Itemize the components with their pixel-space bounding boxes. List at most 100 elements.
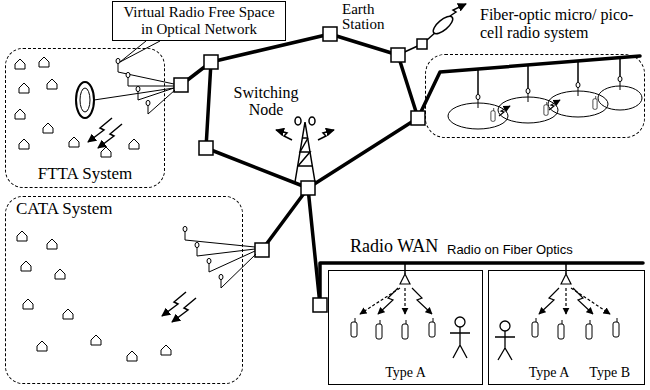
ftta-houses xyxy=(15,59,25,69)
cata-houses xyxy=(55,269,65,279)
wan-phone xyxy=(558,320,564,339)
wan-radio-link xyxy=(573,288,593,314)
wan-phone xyxy=(586,320,592,339)
earth-station-dish xyxy=(450,4,466,16)
node-text: FTTA System xyxy=(38,164,133,184)
ftta-feeder xyxy=(128,86,174,87)
user-figure xyxy=(455,317,465,327)
ftta-houses xyxy=(129,139,139,149)
switching-node-square xyxy=(417,39,427,49)
fiber-drop xyxy=(577,61,579,82)
ftta-houses xyxy=(39,57,49,67)
fiber-trunk xyxy=(181,62,211,85)
cata-antenna xyxy=(219,274,223,288)
ftta-antenna xyxy=(116,58,120,72)
switching-node-square xyxy=(199,141,213,155)
radio-link-bolt xyxy=(172,298,196,322)
ftta-feeder xyxy=(118,72,174,84)
radio-tower xyxy=(276,117,334,182)
radio-link-bolt xyxy=(162,292,196,322)
ftta-houses xyxy=(19,83,29,93)
ftta-houses xyxy=(15,57,139,157)
pico-cell xyxy=(548,91,608,117)
pico-phone xyxy=(593,96,597,109)
node-text: Fiber-optic micro/ pico-cell radio syste… xyxy=(480,6,638,42)
fiber-trunk xyxy=(206,148,308,188)
fiber-drop xyxy=(477,69,479,94)
pico-cell xyxy=(598,86,642,110)
fiber-trunk xyxy=(181,34,643,305)
fiber-coil xyxy=(94,88,174,100)
ftta-feeder xyxy=(138,88,174,100)
node-text: Type B xyxy=(589,364,630,381)
wan-radio-link xyxy=(565,288,566,314)
wan-phone xyxy=(351,318,619,339)
fiber-drop xyxy=(398,44,422,55)
callout-pointer xyxy=(120,41,160,62)
station-label: Earth Station xyxy=(342,2,404,32)
fiber-drop xyxy=(565,263,567,274)
pico-phone xyxy=(491,96,597,121)
fiber-drop xyxy=(619,58,621,76)
service-region: CATA System xyxy=(5,196,243,384)
cata-houses xyxy=(37,341,47,351)
wan-phone xyxy=(429,318,435,337)
cata-houses xyxy=(17,231,27,241)
cata-houses xyxy=(47,239,57,249)
radio-tower xyxy=(318,130,334,140)
wan-radio-link xyxy=(412,288,432,314)
switching-node-square xyxy=(255,243,269,257)
ftta-antenna xyxy=(146,100,150,114)
node-text: Virtual Radio Free Space in Optical Netw… xyxy=(119,4,279,38)
switching-node-square xyxy=(323,27,337,41)
cata-houses xyxy=(63,309,73,319)
radio-link-bolt xyxy=(98,124,122,148)
radio-tower xyxy=(295,117,301,125)
wan-antenna xyxy=(400,274,571,284)
pico-antenna xyxy=(526,88,530,102)
pico-antenna xyxy=(476,94,480,108)
user-figure xyxy=(450,327,470,358)
earth-station-dish xyxy=(431,13,456,36)
radio-tower xyxy=(298,138,312,166)
note-label: Radio on Fiber Optics xyxy=(447,242,573,257)
fiber-coil xyxy=(76,82,94,118)
wan-radio-link xyxy=(360,288,400,314)
cata-feeder xyxy=(185,240,256,288)
fiber-drop xyxy=(527,65,529,88)
wan-radio-link xyxy=(539,288,559,314)
cata-antenna xyxy=(195,242,199,256)
cata-antenna xyxy=(183,226,223,288)
earth-station-dish xyxy=(427,4,466,40)
ftta-feeder xyxy=(148,90,175,114)
ftta-houses xyxy=(19,139,29,149)
pico-antenna xyxy=(618,76,622,90)
fiber-trunk xyxy=(398,55,418,118)
cata-houses xyxy=(23,299,33,309)
cata-houses xyxy=(17,231,171,361)
pico-cell xyxy=(448,86,642,129)
switching-node-square xyxy=(301,181,315,195)
handover-bolt xyxy=(549,100,560,110)
fiber-trunk xyxy=(308,118,418,188)
ftta-feeder xyxy=(118,72,175,114)
fiber-coil xyxy=(76,82,174,118)
node-text: Type A xyxy=(529,364,570,381)
wan-radio-link xyxy=(378,288,398,314)
user-figure xyxy=(500,321,510,331)
wan-phone xyxy=(532,318,538,337)
pico-cell xyxy=(498,97,558,123)
callout-box: Virtual Radio Free Space in Optical Netw… xyxy=(112,1,286,41)
cata-feeder xyxy=(185,240,255,247)
switching-node-square xyxy=(313,298,327,312)
cata-feeder xyxy=(209,251,255,272)
wan-radio-link xyxy=(571,288,610,314)
pico-cell xyxy=(448,103,508,129)
ftta-antenna xyxy=(126,72,130,86)
cata-antenna xyxy=(207,258,211,272)
node-text: CATA System xyxy=(16,199,232,219)
ftta-antenna xyxy=(116,58,150,114)
earth-station-dish xyxy=(427,31,437,40)
radio-link-bolt xyxy=(162,292,186,316)
